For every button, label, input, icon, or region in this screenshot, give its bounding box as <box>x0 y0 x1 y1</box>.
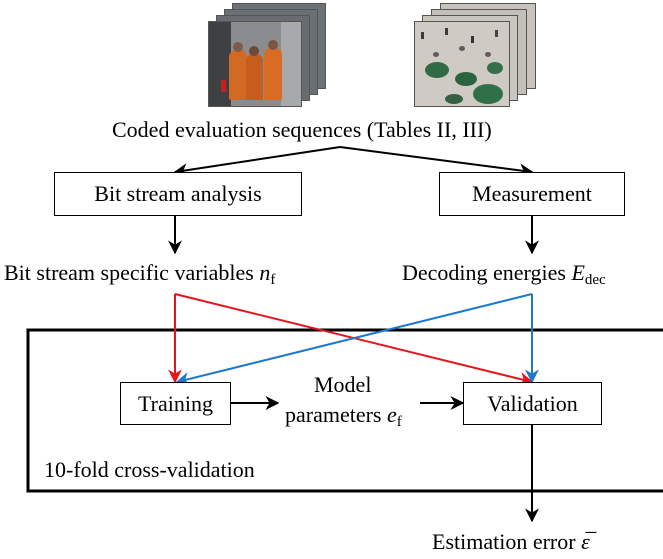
model-parameters-label-line2: parameters ef <box>285 402 402 430</box>
validation-box: Validation <box>463 382 602 425</box>
decoding-energies-label: Decoding energies Edec <box>402 260 606 288</box>
bit-stream-variables-label: Bit stream specific variables nf <box>4 260 276 288</box>
estimation-error-label: Estimation error ε̅ <box>432 529 590 554</box>
coded-sequences-label: Coded evaluation sequences (Tables II, I… <box>112 117 492 142</box>
cross-validation-frame <box>26 328 663 493</box>
astronaut-video-frames <box>208 3 328 111</box>
arrow-to-bit-stream-analysis <box>173 146 341 178</box>
training-box: Training <box>120 382 231 425</box>
measurement-box: Measurement <box>439 172 625 216</box>
bit-stream-analysis-box: Bit stream analysis <box>54 172 302 216</box>
cross-validation-label: 10-fold cross-validation <box>44 457 255 482</box>
blue-arrow-to-training <box>175 293 533 386</box>
model-parameters-label-line1: Model <box>314 372 372 397</box>
arrow-to-measurement <box>339 146 534 178</box>
cafe-plaza-video-frames <box>414 3 538 111</box>
